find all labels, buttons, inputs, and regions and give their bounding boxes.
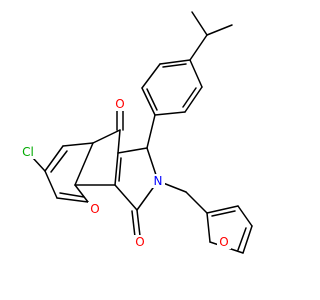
bond (237, 227, 247, 251)
bond (159, 59, 191, 65)
bond (118, 157, 122, 182)
bond (114, 152, 119, 186)
bond (50, 150, 68, 173)
bond (32, 157, 46, 172)
ring-oxygen-furan: O (217, 235, 231, 249)
bond (242, 225, 253, 254)
carbonyl-oxygen-bottom: O (133, 235, 147, 249)
bond (136, 209, 141, 237)
bond (191, 11, 208, 36)
bond (117, 129, 121, 154)
bond (237, 205, 253, 227)
bond (211, 210, 236, 217)
bond (146, 114, 156, 149)
atom-label-o: O (219, 235, 228, 249)
bond (92, 129, 121, 144)
bond (74, 184, 89, 203)
ring-nitrogen: N (151, 174, 165, 188)
bond (62, 142, 94, 147)
atom-label-o: O (90, 202, 99, 216)
carbonyl-oxygen-top: O (113, 97, 127, 111)
bond (141, 63, 161, 89)
bond (59, 192, 85, 198)
molecule-structure: O O O O N Cl (18, 11, 253, 254)
atom-label-o: O (135, 235, 144, 249)
bond (182, 87, 197, 108)
bond (117, 147, 148, 154)
bond (185, 191, 208, 214)
bond (189, 34, 208, 61)
bond (74, 142, 94, 186)
bonds (32, 11, 253, 254)
bond (131, 210, 136, 238)
bond (114, 184, 138, 211)
bond (44, 170, 58, 199)
atom-label-cl: Cl (22, 145, 34, 159)
bond (154, 111, 186, 116)
atom-label-n: N (154, 174, 163, 188)
molecule-canvas: O O O O N Cl (18, 11, 253, 254)
chlorine: Cl (18, 145, 38, 159)
bond (56, 197, 89, 203)
bond (206, 205, 239, 214)
bond (184, 86, 203, 113)
bond (206, 24, 233, 36)
bond (44, 145, 64, 172)
bond (141, 87, 156, 116)
bond (189, 59, 203, 88)
bond (146, 88, 158, 111)
bond (162, 63, 187, 68)
bond (206, 212, 211, 243)
ring-oxygen-chromene: O (88, 202, 102, 216)
atom-labels: O O O O N Cl (18, 97, 231, 249)
atom-label-o: O (115, 97, 124, 111)
